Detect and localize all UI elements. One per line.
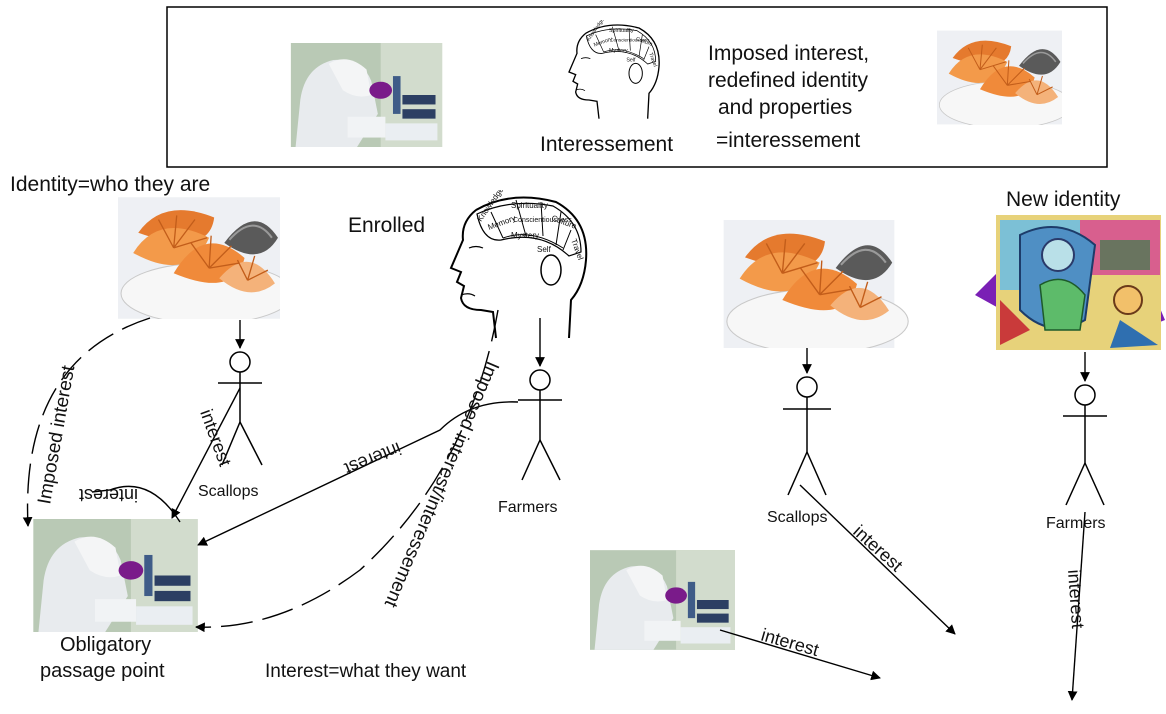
identity-definition: Identity=who they are (10, 173, 210, 196)
scallops-photo-right (724, 220, 909, 353)
lab-photo-opp (33, 519, 197, 632)
top-caption-line-3: and properties (718, 96, 852, 119)
imposed-interessement-label-a: Imposed interest/interessement (380, 358, 503, 611)
scallops-actor-right (783, 377, 831, 495)
interest-lab-out-label: interest (759, 625, 821, 660)
phrenology-head-enrolled (451, 185, 586, 338)
scallops-label-right: Scallops (767, 509, 827, 526)
lab-photo-top (291, 43, 442, 147)
opp-label-line-1: Obligatory (60, 634, 151, 656)
farmers-actor-left (518, 370, 562, 480)
new-identity-label: New identity (1006, 188, 1121, 211)
farmers-label-left: Farmers (498, 499, 558, 516)
scallops-photo-left (118, 197, 293, 324)
scallops-photo-top (937, 31, 1072, 129)
top-caption-line-4: =interessement (716, 129, 860, 152)
imposed-interest-edge-label: Imposed interest (34, 363, 79, 506)
farmers-actor-right (1063, 385, 1107, 505)
enrolled-label: Enrolled (348, 214, 425, 237)
scallops-label-left: Scallops (198, 483, 258, 500)
interessement-head-label: Interessement (540, 133, 673, 156)
top-caption-line-2: redefined identity (708, 69, 868, 92)
new-identity-painting (975, 215, 1165, 350)
interest-loop-label: interest (79, 485, 138, 505)
opp-label-line-2: passage point (40, 660, 165, 682)
farmers-label-right: Farmers (1046, 515, 1106, 532)
lab-photo-right (590, 550, 735, 650)
interest-farmers-out-label: interest (1064, 569, 1088, 629)
interessement-box: Interessement Imposed interest, redefine… (167, 7, 1107, 167)
interest-scallops-out-label: interest (849, 521, 906, 575)
interest-farmers-label: interest (342, 438, 404, 479)
interest-definition: Interest=what they want (265, 661, 467, 682)
top-caption-line-1: Imposed interest, (708, 42, 869, 65)
